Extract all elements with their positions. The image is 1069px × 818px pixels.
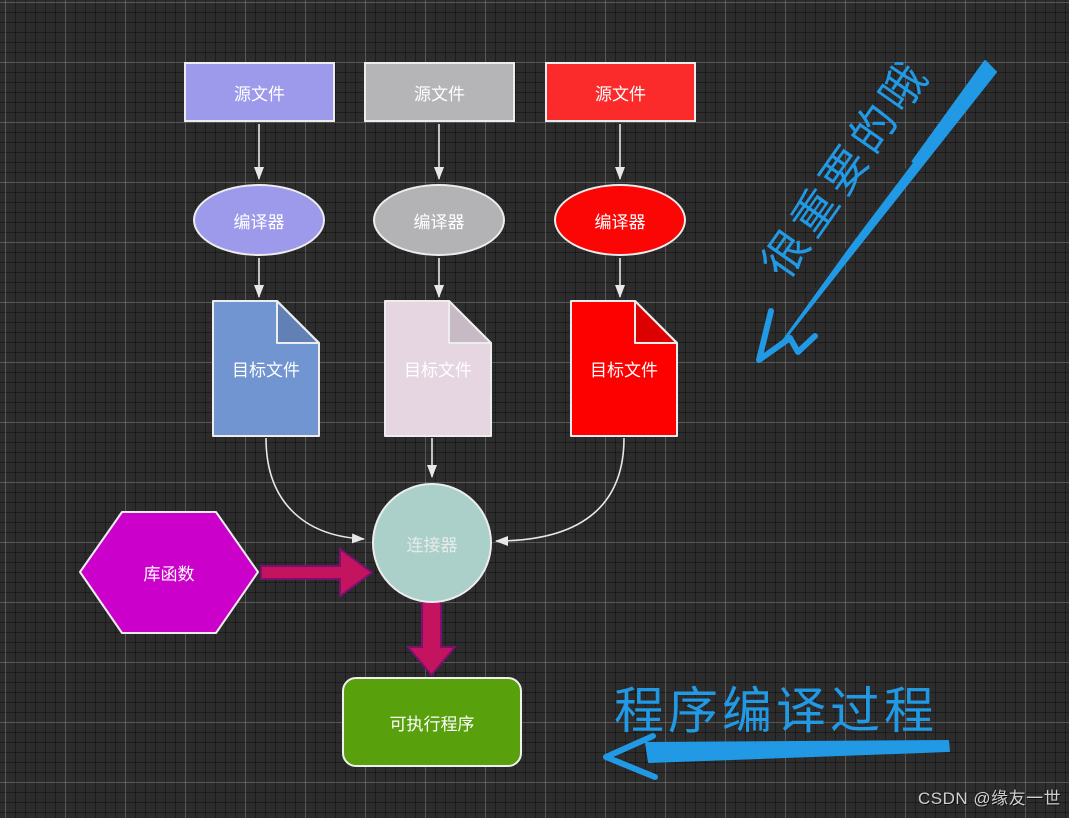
- node-label: 连接器: [406, 535, 458, 555]
- object-file-label-3: 目标文件: [571, 301, 677, 436]
- folded-corner: [276, 300, 320, 344]
- library-hexagon-shape: [79, 511, 259, 634]
- ink-arrow-left: [603, 733, 950, 780]
- source-file-node-1: 源文件: [184, 62, 335, 122]
- folded-corner: [634, 300, 678, 344]
- node-label: 编译器: [233, 212, 285, 232]
- object-file-shape-2: [384, 300, 492, 437]
- node-label: 源文件: [595, 84, 646, 104]
- node-label: 库函数: [143, 565, 195, 584]
- source-file-node-3: 源文件: [545, 62, 696, 122]
- thick-arrow-library-to-linker: [260, 547, 374, 598]
- thick-arrow-linker-to-executable: [405, 601, 458, 677]
- source-file-node-2: 源文件: [364, 62, 515, 122]
- node-label: 可执行程序: [389, 714, 475, 734]
- object-file-label-1: 目标文件: [213, 301, 319, 436]
- ink-arrow-down-left: [756, 60, 997, 363]
- node-label: 源文件: [414, 84, 465, 104]
- node-label: 编译器: [594, 212, 646, 232]
- compiler-node-2: 编译器: [373, 184, 505, 256]
- arrow-object1-to-linker: [265, 437, 365, 544]
- compiler-node-1: 编译器: [193, 184, 325, 256]
- object-file-label-2: 目标文件: [385, 301, 491, 436]
- arrow-object3-to-linker: [495, 437, 625, 546]
- compiler-node-3: 编译器: [554, 184, 686, 256]
- object-file-shape-1: [212, 300, 320, 437]
- library-node-label: 库函数: [80, 512, 258, 633]
- node-label: 编译器: [413, 212, 465, 232]
- node-label: 目标文件: [590, 361, 658, 380]
- folded-corner: [448, 300, 492, 344]
- executable-node: 可执行程序: [342, 677, 522, 767]
- object-file-shape-3: [570, 300, 678, 437]
- linker-node: 连接器: [372, 483, 492, 603]
- node-label: 目标文件: [232, 361, 300, 380]
- annotation-process-title: 程序编译过程: [614, 682, 938, 740]
- watermark: CSDN @缘友一世: [918, 789, 1062, 808]
- node-label: 目标文件: [404, 361, 472, 380]
- node-label: 源文件: [234, 84, 285, 104]
